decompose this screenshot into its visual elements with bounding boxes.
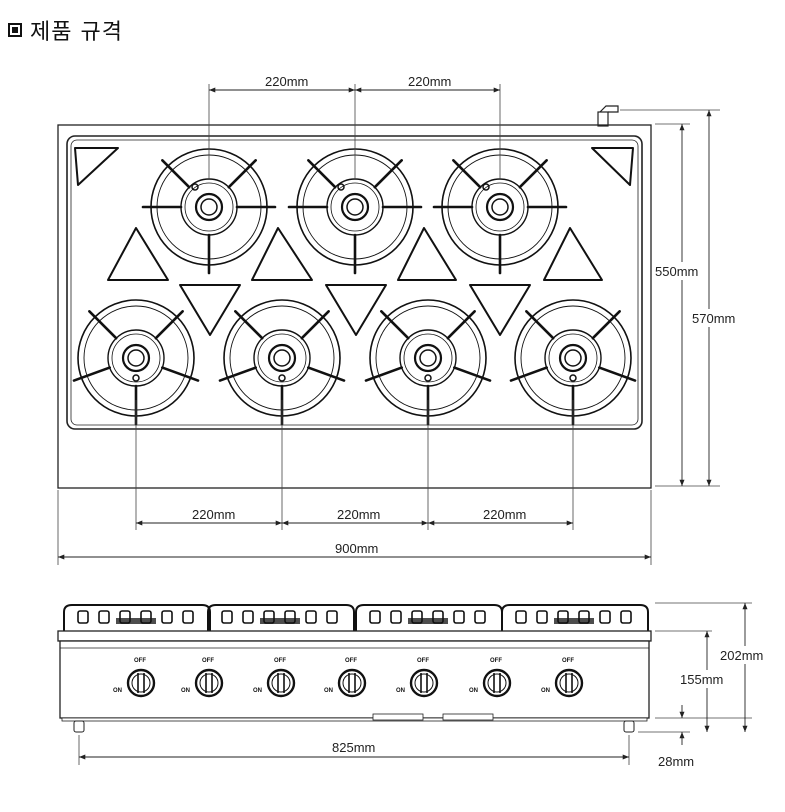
knob-on-label: ON (541, 688, 550, 694)
upper-burners (141, 148, 568, 275)
front-view: OFF ON OFF ON OFF ON OFF ON OFF ON OFF ON OFF ON 202m… (57, 602, 770, 769)
knob-4[interactable]: OFF ON (324, 658, 367, 698)
knob-off-label: OFF (490, 658, 502, 664)
corner-grate-right (591, 147, 634, 186)
knob-on-label: ON (253, 688, 262, 694)
control-knobs: OFF ON OFF ON OFF ON OFF ON OFF ON OFF ON OFF ON (113, 658, 584, 698)
knob-1[interactable]: OFF ON (113, 658, 156, 698)
front-leg-left (73, 720, 85, 733)
dim-label-body-height: 155mm (680, 672, 723, 687)
front-grate-4 (501, 604, 649, 631)
knob-on-label: ON (181, 688, 190, 694)
dim-label-leg-height: 28mm (658, 754, 694, 769)
knob-off-label: OFF (345, 658, 357, 664)
front-top-plate (57, 630, 652, 642)
knob-on-label: ON (324, 688, 333, 694)
dim-label-bottom-1: 220mm (192, 507, 235, 522)
knob-off-label: OFF (562, 658, 574, 664)
dim-label-top-1: 220mm (265, 74, 308, 89)
grate-triangles-upper (107, 227, 603, 281)
knob-off-label: OFF (202, 658, 214, 664)
page-title-text: 제품 규격 (30, 20, 123, 45)
corner-grate-left (74, 147, 119, 186)
knob-5[interactable]: OFF ON (396, 658, 439, 698)
knob-off-label: OFF (274, 658, 286, 664)
grate-triangles-lower (179, 284, 531, 336)
page-title: 제품 규격 (8, 14, 123, 46)
lower-burner-3 (364, 299, 492, 426)
knob-2[interactable]: OFF ON (181, 658, 224, 698)
front-grate-3 (355, 604, 503, 631)
cooktop-inner-tray (66, 135, 643, 430)
front-grate-1 (63, 604, 211, 631)
top-view: 220mm 220mm 220mm 220mm 220mm 900mm 550m… (57, 74, 746, 565)
dim-label-total-height: 202mm (720, 648, 763, 663)
cooktop-outline (57, 124, 652, 489)
front-grates (63, 604, 649, 631)
knob-7[interactable]: OFF ON (541, 658, 584, 698)
knob-3[interactable]: OFF ON (253, 658, 296, 698)
dim-label-bottom-3: 220mm (483, 507, 526, 522)
dim-label-depth-inner: 550mm (655, 264, 698, 279)
lower-burners (72, 299, 637, 426)
dim-label-leg-span: 825mm (332, 740, 375, 755)
knob-on-label: ON (396, 688, 405, 694)
front-leg-right (623, 720, 635, 733)
dim-label-top-2: 220mm (408, 74, 451, 89)
dimension-lines-top (58, 87, 712, 560)
dim-label-depth-outer: 570mm (692, 311, 735, 326)
extension-lines-top (57, 84, 720, 565)
front-grate-2 (207, 604, 355, 631)
knob-on-label: ON (469, 688, 478, 694)
square-bullet-icon (8, 23, 22, 37)
knob-off-label: OFF (134, 658, 146, 664)
dim-label-width: 900mm (335, 541, 378, 556)
knob-on-label: ON (113, 688, 122, 694)
knob-off-label: OFF (417, 658, 429, 664)
dim-label-bottom-2: 220mm (337, 507, 380, 522)
knob-6[interactable]: OFF ON (469, 658, 512, 698)
gas-inlet-fitting (597, 105, 619, 127)
